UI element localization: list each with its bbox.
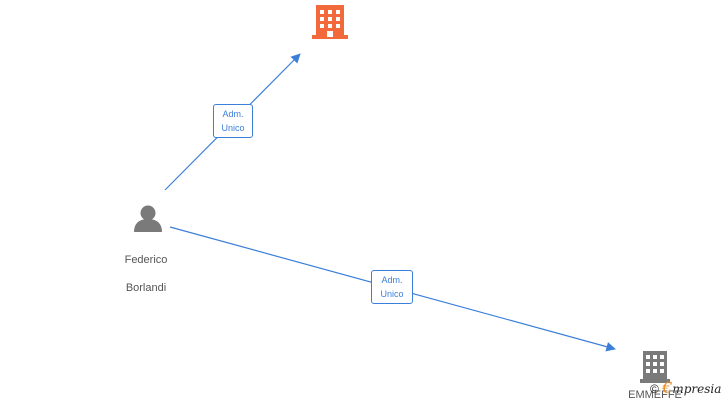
edge-label-line1: Adm. bbox=[381, 275, 403, 285]
person-name-line1: Federico bbox=[124, 254, 168, 266]
brand-logo-text: mpresia bbox=[672, 382, 722, 396]
copyright-symbol: © bbox=[650, 382, 659, 396]
person-icon[interactable] bbox=[134, 205, 162, 233]
person-label[interactable]: Federico Borlandi bbox=[106, 239, 186, 309]
building-icon[interactable] bbox=[640, 351, 670, 383]
brand-watermark: © €mpresia bbox=[650, 378, 721, 398]
person-name-line2: Borlandi bbox=[125, 282, 167, 294]
edge-label-2[interactable]: Adm. Unico bbox=[371, 270, 413, 304]
brand-logo-e: € bbox=[662, 378, 673, 397]
edge-label-1[interactable]: Adm. Unico bbox=[213, 104, 253, 138]
edge-label-line1: Adm. bbox=[222, 109, 244, 119]
edge-label-line2: Unico bbox=[221, 123, 245, 133]
company-label[interactable]: EMMEFFE bbox=[628, 389, 682, 401]
building-icon[interactable] bbox=[312, 5, 348, 39]
edge-label-line2: Unico bbox=[380, 289, 404, 299]
